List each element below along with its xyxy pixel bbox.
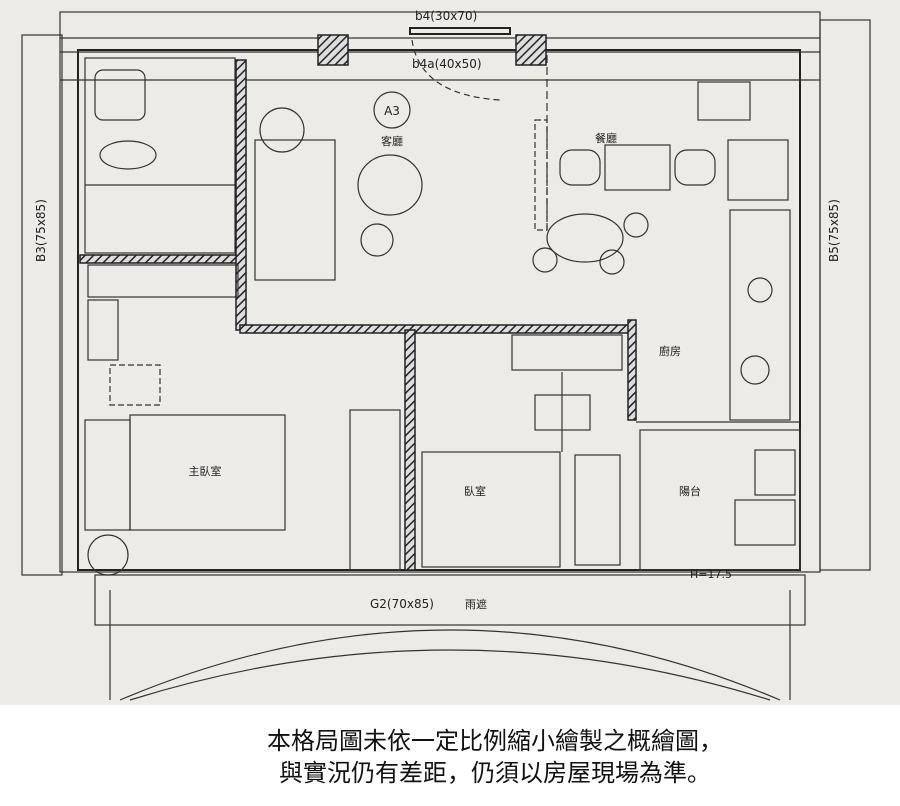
wardrobe xyxy=(349,409,401,571)
toilet-icon xyxy=(99,140,157,170)
dim-b4: b4(30x70) xyxy=(415,9,477,23)
cabinet xyxy=(727,139,789,201)
label-master-bedroom: 主臥室 xyxy=(189,464,222,478)
label-living: 客廳 xyxy=(381,134,403,148)
coffee-table-icon xyxy=(357,154,423,216)
wardrobe xyxy=(511,334,623,371)
canopy xyxy=(94,574,806,626)
bathroom xyxy=(84,57,236,254)
unit-code: A3 xyxy=(384,104,400,118)
wardrobe xyxy=(87,299,119,361)
sofa-icon xyxy=(254,139,336,281)
dim-b3: B3(75x85) xyxy=(34,199,48,262)
kitchen-counter xyxy=(729,209,791,421)
bed-icon xyxy=(421,451,561,568)
balcony xyxy=(639,429,801,571)
caption-line-1: 本格局圖未依一定比例縮小繪製之概繪圖， xyxy=(267,727,723,755)
sink-icon xyxy=(94,69,146,121)
sink-icon xyxy=(747,277,773,303)
dining-table-icon xyxy=(604,144,671,191)
label-canopy: 雨遮 xyxy=(465,597,487,611)
caption-line-2: 與實況仍有差距，仍須以房屋現場為準。 xyxy=(279,759,711,787)
washer-icon xyxy=(754,449,796,496)
label-kitchen: 廚房 xyxy=(659,344,681,358)
disclaimer-caption: 本格局圖未依一定比例縮小繪製之概繪圖， 與實況仍有差距，仍須以房屋現場為準。 xyxy=(0,705,900,806)
stove-icon xyxy=(740,355,770,385)
dim-b5: B5(75x85) xyxy=(827,199,841,262)
unit-marker xyxy=(373,91,411,129)
floor-plan: A3 客廳 餐廳 廚房 主臥室 臥室 陽台 雨遮 b4(30x70) b4a(4… xyxy=(0,0,900,705)
exterior-wall xyxy=(77,49,801,571)
label-bedroom: 臥室 xyxy=(464,484,486,498)
dim-b4a: b4a(40x50) xyxy=(412,57,482,71)
label-balcony: 陽台 xyxy=(679,484,701,498)
dim-g2: G2(70x85) xyxy=(370,597,434,611)
label-dining: 餐廳 xyxy=(595,131,617,145)
dim-sill: H=17.5 xyxy=(690,568,732,581)
wardrobe xyxy=(87,264,239,298)
